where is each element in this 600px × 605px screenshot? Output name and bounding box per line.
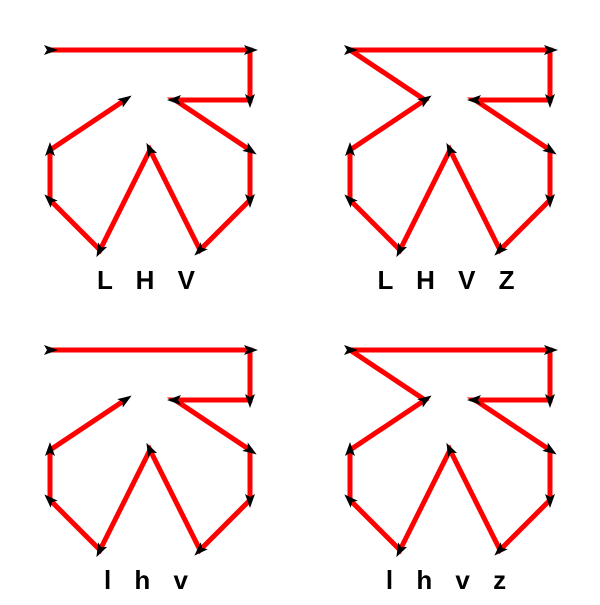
vertex-marker-icon: [167, 95, 181, 105]
vertex-marker-icon: [242, 442, 257, 455]
vertex-marker-icon: [44, 45, 58, 55]
panel-label-lowercase-lhv: l h v: [103, 565, 196, 595]
vertex-marker-icon: [344, 494, 358, 508]
vertex-marker-icon: [242, 142, 257, 155]
vertex-marker-icon: [167, 395, 181, 405]
vertex-marker-icon: [494, 242, 508, 256]
vertex-marker-icon: [417, 395, 432, 408]
vertex-marker-icon: [117, 395, 132, 408]
vertex-marker-icon: [45, 142, 55, 156]
vertex-marker-icon: [44, 194, 58, 208]
vertex-marker-icon: [542, 442, 557, 455]
vertex-marker-icon: [96, 542, 108, 558]
path-line: [47, 347, 253, 555]
vertex-marker-icon: [194, 542, 208, 556]
vertex-marker-icon: [545, 94, 555, 108]
vertex-marker-icon: [542, 142, 557, 155]
vertex-marker-icon: [417, 95, 432, 108]
vertex-marker-icon: [544, 345, 558, 355]
vertex-marker-icon: [245, 394, 255, 408]
vertex-marker-icon: [545, 194, 555, 208]
panel-label-uppercase-lhvz: L H V Z: [377, 265, 523, 295]
vertex-marker-icon: [244, 345, 258, 355]
vertex-marker-icon: [446, 442, 458, 458]
vertex-marker-icon: [344, 345, 358, 355]
vertex-marker-icon: [545, 394, 555, 408]
path-line: [47, 47, 253, 255]
vertex-marker-icon: [396, 242, 408, 258]
vertex-marker-icon: [446, 142, 458, 158]
vertex-marker-icon: [146, 442, 158, 458]
panel-uppercase-lhvz: [344, 45, 558, 258]
vertex-marker-icon: [344, 45, 358, 55]
vertex-marker-icon: [146, 142, 158, 158]
vertex-marker-icon: [345, 442, 355, 456]
panel-lowercase-lhvz: [344, 345, 558, 558]
vertex-marker-icon: [45, 442, 55, 456]
panel-uppercase-lhv: [44, 45, 258, 258]
vertex-marker-icon: [194, 242, 208, 256]
vertex-marker-icon: [396, 542, 408, 558]
panel-lowercase-lhv: [44, 345, 258, 558]
vertex-marker-icon: [494, 542, 508, 556]
vertex-marker-icon: [244, 45, 258, 55]
vertex-marker-icon: [545, 494, 555, 508]
vertex-marker-icon: [544, 45, 558, 55]
vertex-marker-icon: [44, 494, 58, 508]
vertex-marker-icon: [245, 494, 255, 508]
vertex-marker-icon: [117, 95, 132, 108]
vertex-marker-icon: [96, 242, 108, 258]
panel-label-lowercase-lhvz: l h v z: [385, 565, 515, 595]
vertex-marker-icon: [245, 94, 255, 108]
vertex-marker-icon: [344, 194, 358, 208]
vertex-marker-icon: [467, 395, 481, 405]
vertex-marker-icon: [467, 95, 481, 105]
panel-label-uppercase-lhv: L H V: [97, 265, 203, 295]
vertex-marker-icon: [44, 345, 58, 355]
vertex-marker-icon: [345, 142, 355, 156]
vertex-marker-icon: [245, 194, 255, 208]
